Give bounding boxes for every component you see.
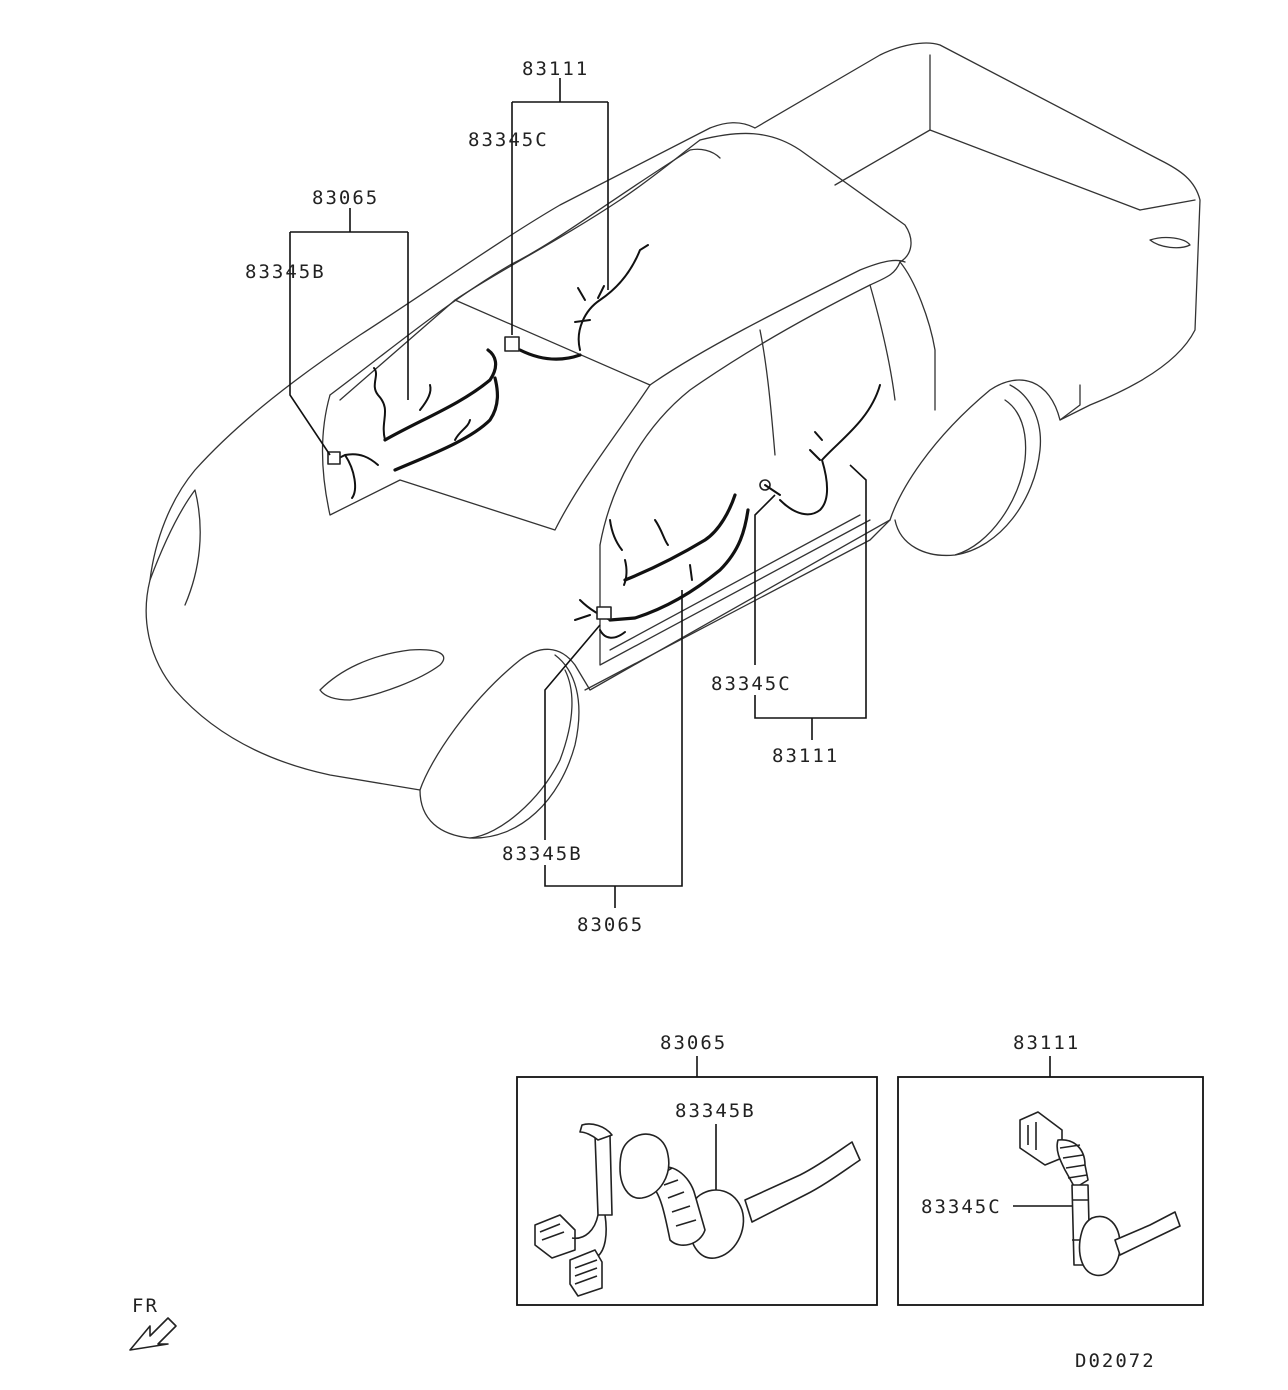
front-grommet-illustration — [534, 1123, 861, 1297]
top-callout-83345b: 83345B — [245, 261, 326, 283]
detail-box-rear: 83111 83345C — [897, 1032, 1204, 1306]
detail-rear-title: 83111 — [1013, 1032, 1080, 1054]
side-callout-83065: 83065 — [577, 914, 644, 936]
harness-rear-door-side — [759, 384, 881, 516]
front-direction-indicator: FR — [129, 1295, 177, 1351]
harness-front-door-side — [574, 493, 750, 639]
harness-rear-door-top — [504, 244, 649, 361]
side-callout-83345b: 83345B — [502, 843, 583, 865]
vehicle-outline — [145, 42, 1201, 839]
side-callout-83345c: 83345C — [711, 673, 792, 695]
top-leader-lines — [289, 78, 609, 456]
detail-rear-grommet-label: 83345C — [921, 1196, 1002, 1218]
top-callout-83111: 83111 — [522, 58, 589, 80]
rear-grommet-illustration — [1019, 1111, 1181, 1277]
detail-rear-frame — [897, 1076, 1204, 1306]
top-callout-83065: 83065 — [312, 187, 379, 209]
harness-front-door-top — [327, 348, 499, 499]
detail-front-title: 83065 — [660, 1032, 727, 1054]
arrow-front-icon — [129, 1317, 177, 1351]
detail-box-front: 83065 83345B — [516, 1032, 878, 1306]
top-callout-83345c: 83345C — [468, 129, 549, 151]
diagram-code: D02072 — [1075, 1350, 1156, 1372]
detail-front-frame — [516, 1076, 878, 1306]
direction-label: FR — [132, 1295, 159, 1317]
side-callout-83111: 83111 — [772, 745, 839, 767]
side-leader-lines — [544, 464, 867, 908]
detail-front-grommet-label: 83345B — [675, 1100, 756, 1122]
